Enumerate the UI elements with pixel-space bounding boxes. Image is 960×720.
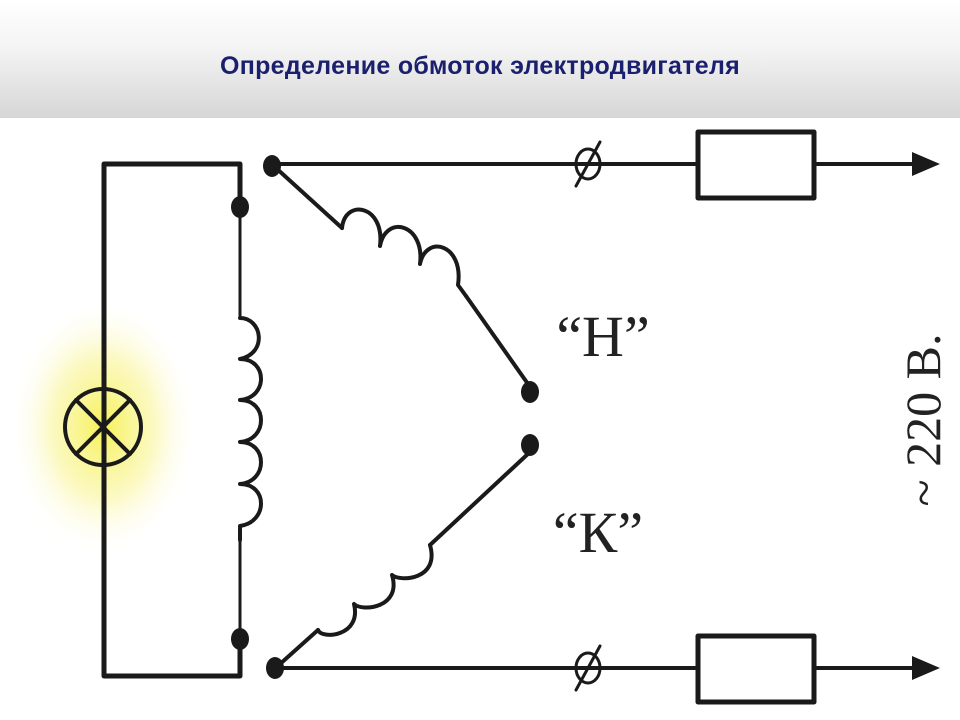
upper-winding-lead-out bbox=[464, 294, 530, 386]
bottom-left-terminal-dot bbox=[266, 657, 284, 679]
title-bar: Определение обмоток электродвигателя bbox=[0, 0, 960, 118]
lower-winding-lead-out bbox=[278, 628, 320, 666]
start-junction-dot bbox=[521, 381, 539, 403]
lamp-lower-junction-dot bbox=[231, 628, 249, 650]
top-terminal-symbol bbox=[574, 140, 602, 188]
top-left-terminal-dot bbox=[263, 155, 281, 177]
terminal-dots bbox=[231, 155, 539, 679]
winding-test-circuit: “Н” “К” ~ 220 В. bbox=[8, 129, 951, 705]
upper-winding-lead-in bbox=[274, 166, 344, 230]
top-arrow-icon bbox=[912, 152, 940, 176]
lamp-circuit-wire bbox=[101, 161, 243, 679]
end-junction-dot bbox=[521, 434, 539, 456]
page-title: Определение обмоток электродвигателя bbox=[219, 52, 741, 80]
lamp-upper-junction-dot bbox=[231, 196, 249, 218]
top-fuse bbox=[695, 129, 817, 201]
test-winding-coil bbox=[238, 316, 263, 542]
lamp-icon bbox=[63, 387, 143, 467]
bottom-arrow-icon bbox=[912, 656, 940, 680]
lower-winding-lead-in bbox=[428, 450, 532, 547]
bottom-fuse bbox=[695, 633, 817, 705]
voltage-label: ~ 220 В. bbox=[895, 334, 951, 507]
upper-winding-coil bbox=[340, 207, 468, 298]
lower-winding-coil bbox=[316, 543, 434, 637]
end-terminal-label: “К” bbox=[553, 500, 643, 565]
bottom-terminal-symbol bbox=[574, 644, 602, 692]
start-terminal-label: “Н” bbox=[556, 304, 649, 369]
